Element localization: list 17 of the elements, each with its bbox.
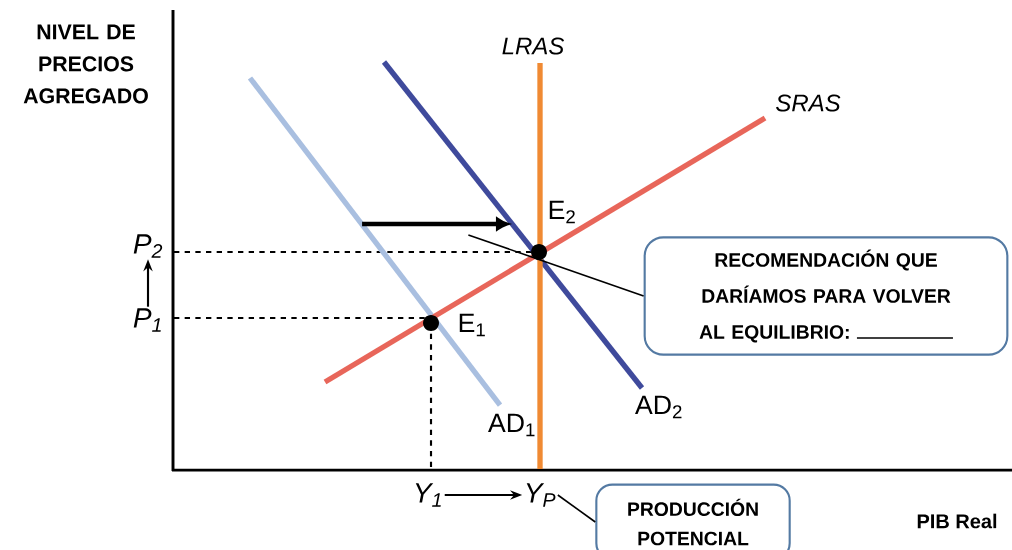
leader-line (467, 234, 645, 297)
price-label: P$_{2}$ (133, 234, 163, 258)
curve-label: AD$_{1}$ (488, 413, 535, 437)
callout-box: RECOMENDACIÓN QUE DARÍAMOS PARA VOLVER AL EQUILIBRIO: (643, 236, 1009, 356)
curve-label: LRAS (502, 37, 565, 55)
point-label: E$_{2}$ (549, 200, 575, 224)
axis-title: PIB Real (917, 513, 997, 529)
curve-label: AD$_{2}$ (635, 395, 682, 419)
output-label: Y$_{1}$ (415, 483, 441, 507)
output-label: Y$_{P}$ (526, 483, 556, 507)
axis-title: NIVEL DE PRECIOS AGREGADO (23, 24, 148, 104)
price-label: P$_{1}$ (133, 308, 161, 332)
callout-box: PRODUCCIÓN POTENCIAL (595, 483, 791, 550)
leader-line (557, 494, 597, 523)
shift-arrow (362, 217, 509, 231)
curve-label: SRAS (776, 94, 841, 112)
point-label: E$_{1}$ (459, 313, 485, 337)
